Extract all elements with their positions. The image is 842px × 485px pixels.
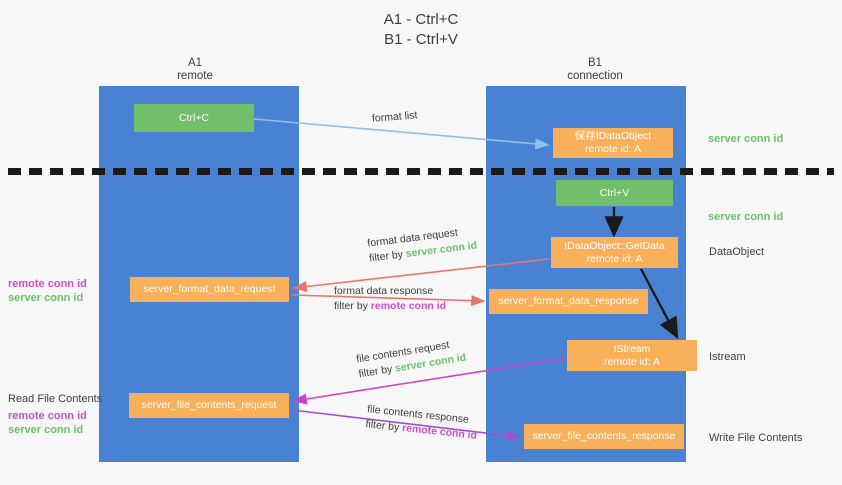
box-server-file-contents-response[interactable]: server_file_contents_response <box>524 424 684 449</box>
annotation-conn-ids-upper: remote conn id server conn id <box>8 277 87 305</box>
box-idataobject-getdata-line1: IDataObject::GetData <box>564 239 665 252</box>
phase-divider <box>8 168 834 175</box>
flow-label-format-data-response-filter: filter by remote conn id <box>334 299 446 314</box>
box-save-idataobject-line1: 保存IDataObject <box>574 130 652 142</box>
box-server-file-contents-response-label: server_file_contents_response <box>532 430 676 442</box>
filter-value-remote-conn-id: remote conn id <box>370 300 447 312</box>
box-istream-line2: remote id: A <box>603 355 661 368</box>
box-ctrl-c-label: Ctrl+C <box>178 111 210 124</box>
box-istream[interactable]: IStream remote id: A <box>567 340 697 371</box>
flow-label-file-contents-response: file contents response filter by remote … <box>365 402 480 444</box>
annotation-server-conn-id-mid: server conn id <box>708 211 784 223</box>
box-save-idataobject[interactable]: 保存IDataObject remote id: A <box>553 128 673 158</box>
box-idataobject-getdata-line2: remote id: A <box>586 252 643 265</box>
annotation-istream: Istream <box>709 351 746 363</box>
flow-label-format-data-request: format data request filter by server con… <box>367 223 478 266</box>
box-server-format-data-response[interactable]: server_format_data_response <box>489 289 648 314</box>
box-server-file-contents-request[interactable]: server_file_contents_request <box>129 393 289 418</box>
flow-label-format-list: format list <box>371 108 418 127</box>
annotation-remote-conn-id: remote conn id <box>8 278 87 290</box>
page-title: A1 - Ctrl+C B1 - Ctrl+V <box>0 10 842 50</box>
lane-header-b1-name: B1 <box>587 57 603 69</box>
annotation-remote-conn-id: remote conn id <box>8 410 87 422</box>
annotation-dataobject: DataObject <box>709 246 765 258</box>
box-ctrl-c[interactable]: Ctrl+C <box>134 104 254 132</box>
annotation-server-conn-id: server conn id <box>8 424 84 436</box>
flow-label-file-contents-request: file contents request filter by server c… <box>355 336 467 383</box>
annotation-read-file-contents: Read File Contents <box>8 393 103 405</box>
box-idataobject-getdata[interactable]: IDataObject::GetData remote id: A <box>551 237 678 268</box>
box-server-file-contents-request-label: server_file_contents_request <box>141 399 277 411</box>
annotation-server-conn-id: server conn id <box>8 292 84 304</box>
box-server-format-data-request-label: server_format_data_request <box>143 283 276 295</box>
box-server-format-data-request[interactable]: server_format_data_request <box>130 277 289 302</box>
box-ctrl-v[interactable]: Ctrl+V <box>556 180 673 206</box>
flow-label-format-data-response-text: format data response <box>334 285 434 297</box>
box-ctrl-v-label: Ctrl+V <box>599 186 630 199</box>
lane-header-a1: A1 remote <box>115 57 275 83</box>
title-line-2: B1 - Ctrl+V <box>384 31 458 48</box>
title-line-1: A1 - Ctrl+C <box>383 11 459 28</box>
annotation-conn-ids-lower: remote conn id server conn id <box>8 409 87 437</box>
lane-header-b1: B1 connection <box>515 57 675 83</box>
annotation-write-file-contents: Write File Contents <box>709 432 803 444</box>
box-server-format-data-response-label: server_format_data_response <box>498 295 639 307</box>
lane-header-b1-sub: connection <box>567 70 623 82</box>
lane-header-a1-name: A1 <box>187 57 203 69</box>
lane-header-a1-sub: remote <box>177 70 213 82</box>
flow-label-format-list-text: format list <box>371 109 418 125</box>
annotation-server-conn-id-top: server conn id <box>708 133 784 145</box>
box-save-idataobject-line2: remote id: A <box>584 143 642 155</box>
box-istream-line1: IStream <box>613 342 651 355</box>
flow-label-format-data-response: format data response filter by remote co… <box>334 284 446 314</box>
filter-prefix: filter by <box>364 418 403 434</box>
filter-prefix: filter by <box>368 248 407 265</box>
filter-prefix: filter by <box>334 300 371 312</box>
